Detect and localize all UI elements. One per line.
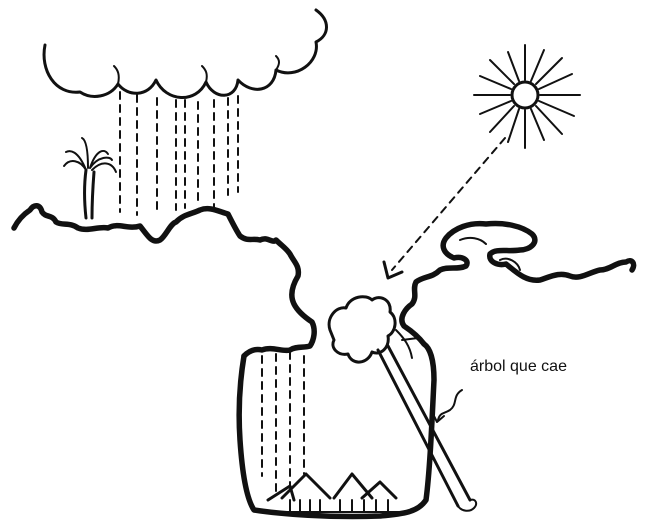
right-ground-outline <box>399 220 637 347</box>
palm-tree-icon <box>63 137 117 220</box>
cloud-inner-curl <box>113 55 280 85</box>
pit-outline <box>236 341 437 520</box>
sun-icon <box>473 44 581 149</box>
falling-tree-icon <box>327 295 478 512</box>
falling-tree-label: árbol que cae <box>470 358 567 375</box>
sun-ray-arrow-icon <box>382 137 506 280</box>
pit-rain-icon <box>261 351 305 493</box>
rain-icon <box>119 91 239 216</box>
label-pointer-icon <box>437 389 463 421</box>
label-pointer-arrowhead <box>432 413 445 423</box>
hut-icon <box>266 472 401 513</box>
ground-outline <box>11 203 317 359</box>
cloud-icon <box>42 8 328 99</box>
right-ground-detail <box>459 236 521 271</box>
